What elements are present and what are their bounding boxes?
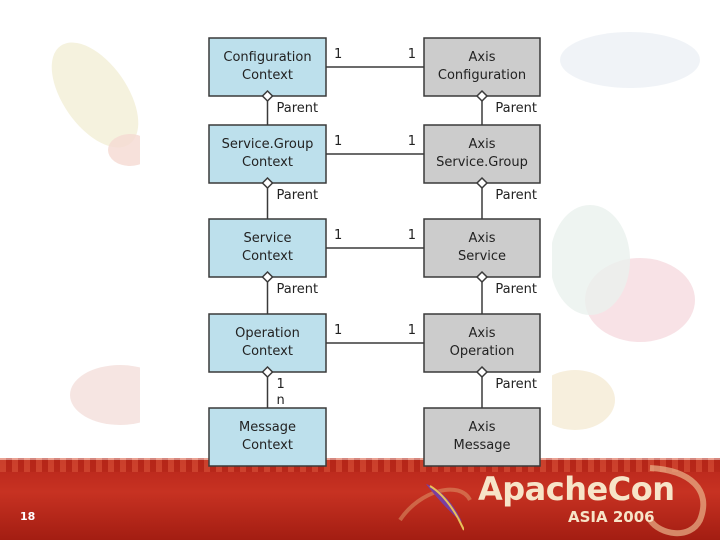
context-link-diamond-2 xyxy=(261,176,274,190)
message-context-box xyxy=(208,407,327,467)
context-link-label-4-1: 1 xyxy=(277,377,285,392)
multiplicity-right-2: 1 xyxy=(408,134,416,149)
axis-configuration-box-label-line1: Axis xyxy=(469,50,496,65)
multiplicity-right-1: 1 xyxy=(408,47,416,62)
multiplicity-right-4: 1 xyxy=(408,323,416,338)
configuration-context-box-label-line1: Configuration xyxy=(223,50,311,65)
axis-operation-box-label-line2: Operation xyxy=(450,344,515,359)
axis-operation-box xyxy=(423,313,541,373)
multiplicity-left-1: 1 xyxy=(334,47,342,62)
context-link-diamond-4 xyxy=(261,365,274,379)
operation-context-box-label-line2: Context xyxy=(242,344,293,359)
logo-subtitle: ASIA 2006 xyxy=(568,508,655,526)
context-link-label-2: Parent xyxy=(277,188,319,203)
axis-service-group-box-label-line1: Axis xyxy=(469,137,496,152)
axis-message-box-label-line2: Message xyxy=(454,438,511,453)
multiplicity-right-3: 1 xyxy=(408,228,416,243)
configuration-context-box xyxy=(208,37,327,97)
multiplicity-left-3: 1 xyxy=(334,228,342,243)
multiplicity-left-2: 1 xyxy=(334,134,342,149)
axis-link-label-1: Parent xyxy=(495,101,537,116)
service-group-context-box-label-line2: Context xyxy=(242,155,293,170)
axis-link-diamond-2 xyxy=(475,176,489,190)
axis-configuration-box-label-line2: Configuration xyxy=(438,68,526,83)
multiplicity-left-4: 1 xyxy=(334,323,342,338)
axis-link-label-4: Parent xyxy=(495,377,537,392)
axis-service-group-box xyxy=(423,124,541,184)
logo-title: ApacheCon xyxy=(478,470,675,508)
service-group-context-box-label-line1: Service.Group xyxy=(222,137,314,152)
axis-link-label-3: Parent xyxy=(495,282,537,297)
operation-context-box-label-line1: Operation xyxy=(235,326,300,341)
configuration-context-box-label-line2: Context xyxy=(242,68,293,83)
service-context-box-label-line1: Service xyxy=(243,231,291,246)
axis-link-diamond-1 xyxy=(475,89,489,103)
context-link-label-1: Parent xyxy=(277,101,319,116)
axis-message-box-label-line1: Axis xyxy=(469,420,496,435)
axis-link-diamond-3 xyxy=(475,270,489,284)
service-context-box xyxy=(208,218,327,278)
service-context-box-label-line2: Context xyxy=(242,249,293,264)
apachecon-logo: ApacheCon ASIA 2006 xyxy=(426,470,675,531)
footer-band xyxy=(0,460,720,540)
axis-message-box xyxy=(423,407,541,467)
axis-service-box-label-line2: Service xyxy=(458,249,506,264)
operation-context-box xyxy=(208,313,327,373)
context-link-diamond-1 xyxy=(261,89,274,103)
axis-service-group-box-label-line2: Service.Group xyxy=(436,155,528,170)
axis-link-label-2: Parent xyxy=(495,188,537,203)
context-link-label-4-2: n xyxy=(277,393,285,408)
axis-link-diamond-4 xyxy=(475,365,489,379)
message-context-box-label-line1: Message xyxy=(239,420,296,435)
page-number: 18 xyxy=(20,510,36,523)
message-context-box-label-line2: Context xyxy=(242,438,293,453)
feather-icon xyxy=(426,484,464,531)
axis-operation-box-label-line1: Axis xyxy=(469,326,496,341)
axis-service-box-label-line1: Axis xyxy=(469,231,496,246)
context-link-label-3: Parent xyxy=(277,282,319,297)
axis-configuration-box xyxy=(423,37,541,97)
axis-service-box xyxy=(423,218,541,278)
context-link-diamond-3 xyxy=(261,270,274,284)
service-group-context-box xyxy=(208,124,327,184)
